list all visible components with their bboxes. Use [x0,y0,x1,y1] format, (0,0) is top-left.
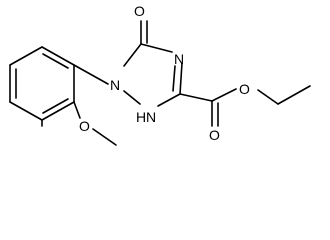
atom-label-o-methoxy: O [79,118,90,134]
atom-label-o-ester-carbonyl: O [209,127,220,143]
bond-ch2-ch3 [277,85,311,105]
bond-benz-double-2 [42,98,69,114]
atom-label-n1: N [110,77,120,93]
bond-n4-c3 [179,62,183,95]
bond-c3-cester [179,93,213,102]
bond-benz-3 [41,101,75,121]
bond-benz-double-1 [42,53,69,69]
bond-ring-methoxy-o [73,101,81,119]
bond-c3-n2 [157,93,181,107]
bond-n2-n1 [123,90,141,105]
bond-oether-ch2 [257,89,279,105]
bond-cester-oether [211,88,237,102]
bond-benz-1 [41,46,75,66]
bond-c5-n4 [140,43,173,53]
structure-canvas: O N N H N O O O [9,3,311,146]
atom-label-o-ester: O [239,81,250,97]
bond-aryl-n [73,64,109,85]
benzene-ring [9,46,75,121]
bond-n4-c3-double [172,65,176,92]
atom-label-n2-h: H [136,109,146,125]
bond-methoxy-ch3 [92,128,117,146]
bond-benz-4 [9,101,43,121]
bond-n1-c5 [123,43,142,67]
bond-benz-6 [9,46,43,66]
atom-label-o-carbonyl: O [134,3,145,19]
molecule-diagram: O N N H N O O O [9,3,311,146]
atom-label-n2: N [146,109,156,125]
triazolone-ring [123,43,183,107]
atom-label-n4: N [174,51,184,67]
